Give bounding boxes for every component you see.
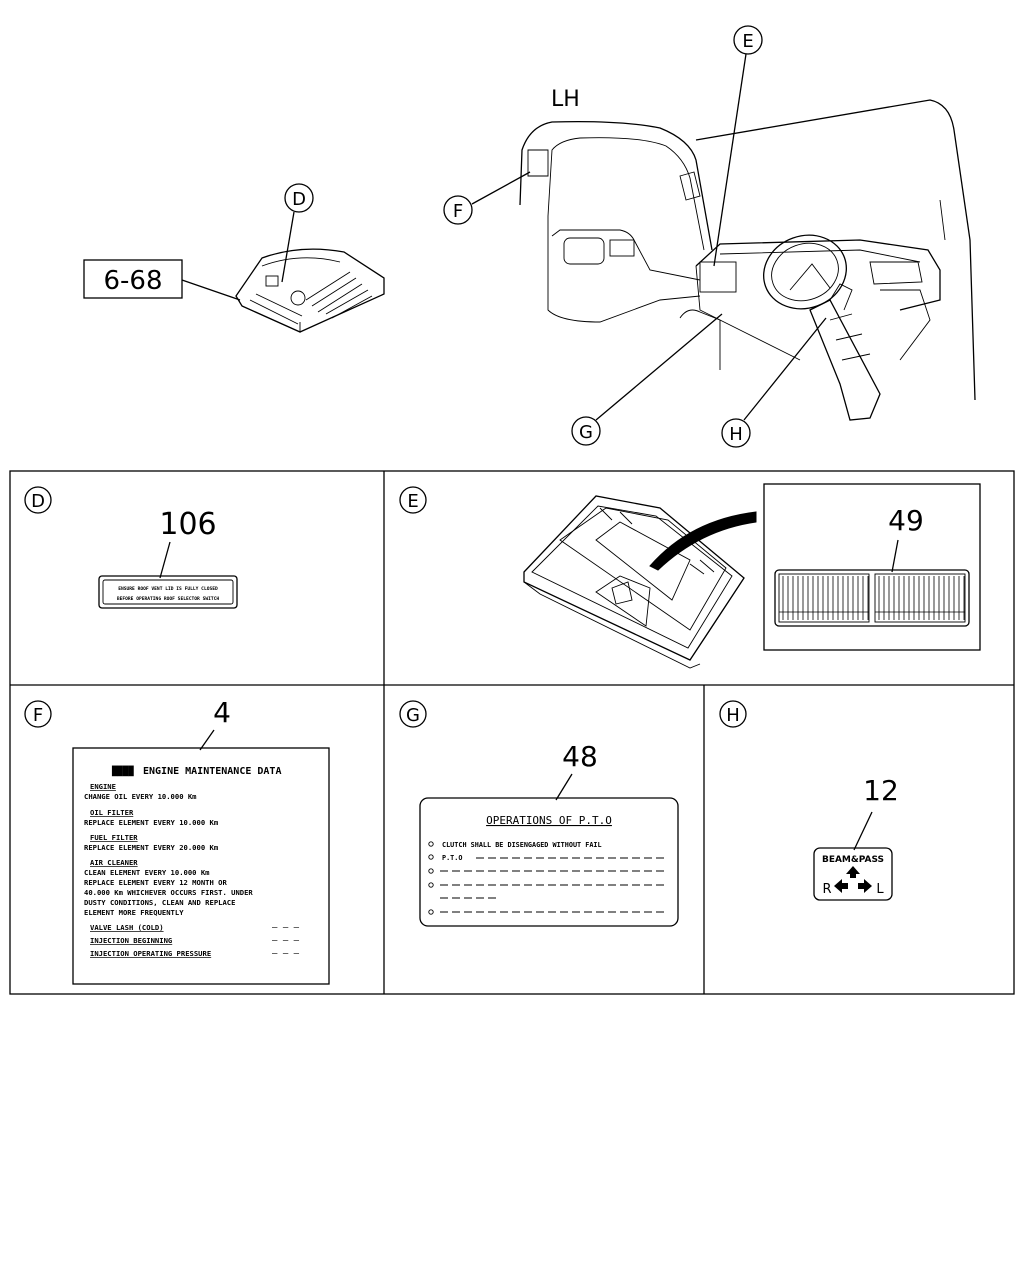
spec-label: VALVE LASH (COLD) (90, 923, 164, 932)
panel-d-part-number: 106 (159, 507, 216, 542)
panel-f-part-number: 4 (213, 696, 231, 729)
arrow-up-icon (846, 866, 860, 878)
panel-e: E 49 (399, 483, 981, 669)
svg-text:D: D (292, 189, 306, 210)
section-heading: FUEL FILTER (90, 833, 138, 842)
section-heading: ENGINE (90, 782, 116, 791)
panel-e-part-number: 49 (888, 504, 924, 537)
section-heading: OIL FILTER (90, 808, 134, 817)
spec-blank: — — — (272, 923, 300, 933)
section-line: REPLACE ELEMENT EVERY 12 MONTH OR (84, 878, 227, 887)
svg-text:H: H (729, 424, 743, 445)
arrow-left-icon (834, 879, 848, 893)
detail-grid (9, 470, 1015, 995)
panel-g: G 48 OPERATIONS OF P.T.O CLUTCH SHALL BE… (399, 700, 679, 927)
section-line: CLEAN ELEMENT EVERY 10.000 Km (84, 868, 210, 877)
label-line-2: BEFORE OPERATING ROOF SELECTOR SWITCH (117, 596, 220, 602)
roof-vent-warning-label (98, 575, 238, 609)
ref-box-text: 6-68 (103, 266, 162, 296)
label-line-1: ENSURE ROOF VENT LID IS FULLY CLOSED (118, 586, 218, 592)
panel-d: D 106 ENSURE ROOF VENT LID IS FULLY CLOS… (24, 486, 238, 609)
pto-title: OPERATIONS OF P.T.O (486, 814, 612, 827)
panel-d-letter: D (31, 491, 45, 512)
title-prefix: ████ (111, 765, 134, 777)
panel-h-part-number: 12 (863, 774, 899, 807)
panel-f: F 4 ████ ENGINE MAINTENANCE DATA ENGINE … (24, 696, 330, 985)
spec-label: INJECTION BEGINNING (90, 936, 172, 945)
svg-text:G: G (579, 422, 593, 443)
section-line: ELEMENT MORE FREQUENTLY (84, 908, 184, 917)
panel-g-part-number: 48 (562, 740, 598, 773)
label-title: ENGINE MAINTENANCE DATA (143, 766, 281, 777)
overview-illustration: LH 6-68 D (83, 25, 976, 448)
panel-h: H 12 BEAM&PASS R L (719, 700, 899, 901)
section-line: CHANGE OIL EVERY 10.000 Km (84, 792, 197, 801)
section-line: REPLACE ELEMENT EVERY 10.000 Km (84, 818, 219, 827)
panel-h-letter: H (726, 705, 740, 726)
engine-maintenance-label (72, 747, 330, 985)
right-indicator: R (822, 882, 831, 897)
svg-text:F: F (453, 201, 463, 222)
section-heading: AIR CLEANER (90, 858, 138, 867)
beam-pass-badge (813, 847, 893, 901)
ref-box (83, 259, 183, 299)
ceiling-console (523, 495, 745, 669)
callout-h (721, 418, 751, 448)
side-label: LH (551, 87, 580, 112)
roof-vent-unit (235, 248, 385, 333)
callout-f (443, 195, 473, 225)
spec-blank: — — — (272, 949, 300, 959)
section-line: DUSTY CONDITIONS, CLEAN AND REPLACE (84, 898, 235, 907)
panel-g-letter: G (406, 705, 420, 726)
spec-blank: — — — (272, 936, 300, 946)
panel-f-letter: F (33, 705, 43, 726)
section-line: REPLACE ELEMENT EVERY 20.000 Km (84, 843, 219, 852)
section-line: 40.000 Km WHICHEVER OCCURS FIRST. UNDER (84, 888, 253, 897)
grille-label (774, 569, 970, 627)
pto-line-1: CLUTCH SHALL BE DISENGAGED WITHOUT FAIL (442, 841, 602, 849)
panel-e-letter: E (407, 491, 418, 512)
arrow-right-icon (858, 879, 872, 893)
spec-label: INJECTION OPERATING PRESSURE (90, 949, 211, 958)
pto-operations-label (419, 797, 679, 927)
left-indicator: L (876, 882, 884, 897)
badge-text: BEAM&PASS (822, 855, 884, 865)
callout-e (733, 25, 763, 55)
cab-interior (519, 99, 976, 421)
callout-g (571, 416, 601, 446)
callout-d (284, 183, 314, 213)
pto-line-2-prefix: P.T.O (442, 854, 462, 862)
svg-text:E: E (742, 31, 753, 52)
